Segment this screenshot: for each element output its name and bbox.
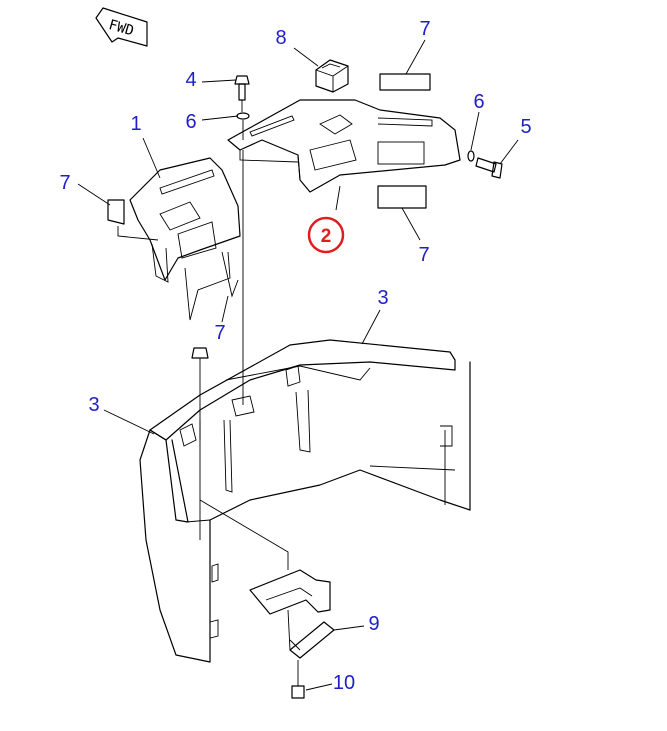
callout-2-highlight: 2 <box>307 216 345 254</box>
callout-7-label-mid: 7 <box>418 244 429 266</box>
callout-1-label: 1 <box>130 113 141 135</box>
part-7-decal-mid <box>377 185 427 209</box>
part-7-decal-top <box>379 73 431 91</box>
part-7-decal-left <box>107 199 159 241</box>
callout-4-label: 4 <box>185 69 196 91</box>
part-1-cover-panel <box>129 157 241 321</box>
callout-5-label: 5 <box>520 116 531 138</box>
callout-6-label-left: 6 <box>185 111 196 133</box>
callout-7-label-left: 7 <box>59 172 70 194</box>
callout-9-label: 9 <box>368 613 379 635</box>
part-3-frame <box>139 339 471 663</box>
fwd-label: FWD <box>107 17 136 39</box>
assembly-lines <box>199 120 289 570</box>
callout-7-label-top: 7 <box>419 18 430 40</box>
callout-10-label: 10 <box>333 672 355 694</box>
part-6-washer <box>236 112 250 120</box>
part-9-bracket <box>249 569 335 659</box>
callout-3-label-left: 3 <box>88 394 99 416</box>
part-2-cover-panel <box>227 99 461 193</box>
part-4-bolt <box>234 75 250 112</box>
leader-lines <box>77 39 519 691</box>
callout-2-label: 2 <box>321 226 332 247</box>
part-10-bolt <box>291 660 305 699</box>
part-8-box <box>315 59 349 93</box>
callout-7-label-bottom: 7 <box>214 322 225 344</box>
callout-8-label: 8 <box>275 27 286 49</box>
callout-6-label-right: 6 <box>473 91 484 113</box>
part-5-bolt <box>475 157 503 179</box>
fwd-arrow-icon: FWD <box>95 7 148 47</box>
part-3-long-bolt <box>191 347 209 440</box>
callout-3-label: 3 <box>377 287 388 309</box>
part-6-washer-right <box>467 150 475 162</box>
